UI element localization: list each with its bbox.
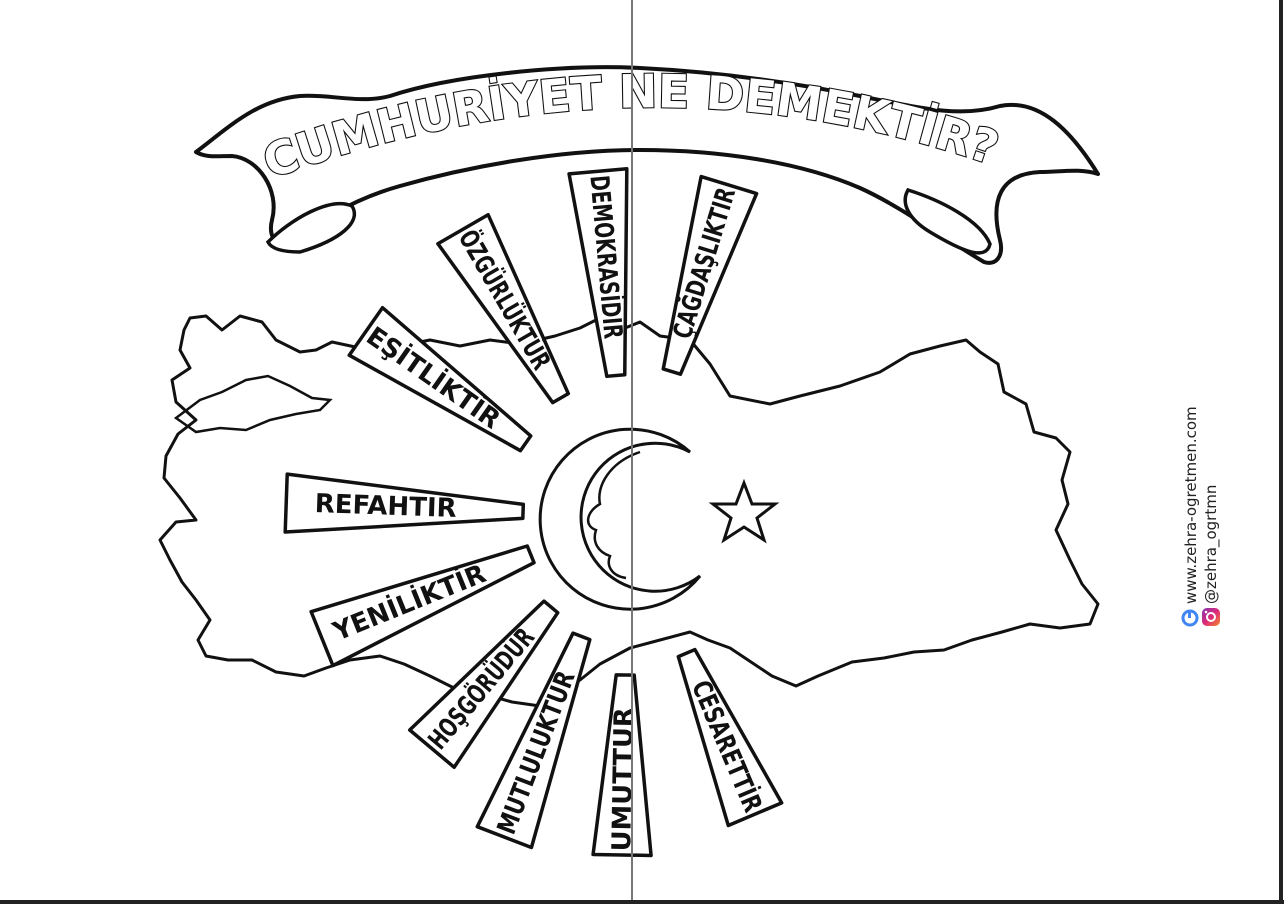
ray-cesaret	[676, 647, 784, 828]
banner-right-curl	[903, 187, 992, 255]
ray-ozgurluk	[436, 212, 571, 405]
ray-label-esitlik: EŞİTLİKTİR	[360, 320, 506, 436]
ray-yenilik	[309, 544, 536, 668]
turkey-map-outline	[158, 314, 1100, 708]
ataturk-profile	[587, 450, 641, 580]
crescent-moon	[538, 427, 702, 611]
ray-mutluluk	[475, 631, 592, 850]
thrace-outline	[173, 374, 333, 434]
ray-esitlik	[347, 305, 533, 453]
star-icon	[708, 478, 780, 544]
ray-cagdaslik	[661, 174, 759, 376]
ray-hosgoru	[407, 599, 560, 770]
banner-left-curl	[265, 201, 357, 254]
ray-refah	[283, 472, 526, 534]
instagram-icon	[1202, 608, 1220, 626]
ray-umut	[591, 673, 653, 858]
credits: www.zehra-ogretmen.com @zehra_ogrtmn	[1181, 406, 1221, 627]
instagram-credit: @zehra_ogrtmn	[1202, 485, 1221, 604]
ray-label-ozgurluk: ÖZGÜRLÜKTÜR	[452, 224, 559, 376]
google-g-icon	[1181, 609, 1199, 627]
ray-label-refah: REFAHTIR	[314, 489, 457, 524]
website-credit: www.zehra-ogretmen.com	[1182, 406, 1200, 604]
ray-demokrasidir	[567, 167, 629, 379]
ray-label-umut: UMUTTUR	[607, 707, 640, 852]
